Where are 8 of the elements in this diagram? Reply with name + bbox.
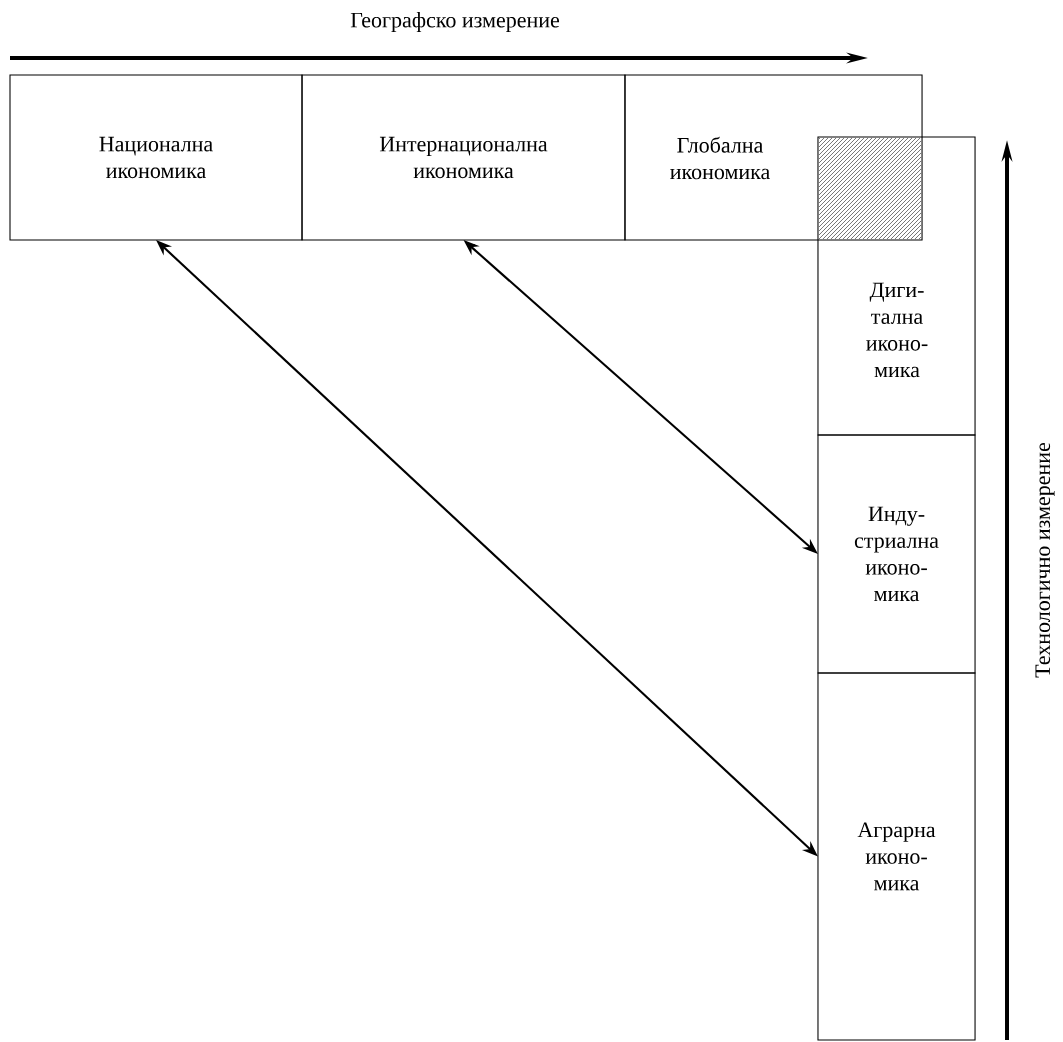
economy-box: Инду-стриална иконо-мика bbox=[817, 434, 976, 674]
economy-box: Интернационална икономика bbox=[301, 74, 626, 241]
economy-box: Диги-тална иконо-мика bbox=[817, 136, 976, 436]
economy-box: Национална икономика bbox=[9, 74, 303, 241]
economy-box: Глобална икономика bbox=[624, 74, 923, 241]
economy-box: Аграрна иконо-мика bbox=[817, 672, 976, 1041]
axis-label: Технологично измерение bbox=[1035, 443, 1055, 678]
axis-label: Географско измерение bbox=[350, 12, 560, 32]
